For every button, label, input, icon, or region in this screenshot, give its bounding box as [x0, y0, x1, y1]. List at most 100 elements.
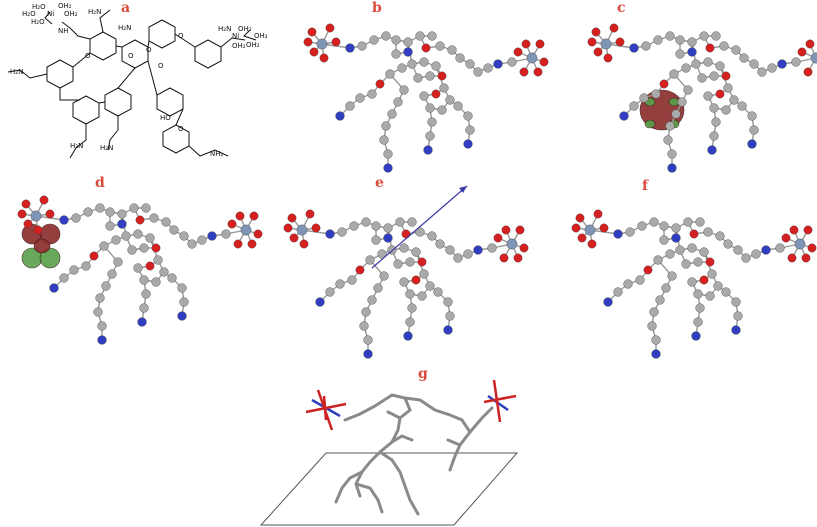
carbon-atom	[649, 307, 659, 317]
oxygen-atom	[615, 37, 625, 47]
nickel-atom	[810, 52, 817, 64]
carbon-atom	[435, 239, 445, 249]
formula-label: H₂N	[118, 24, 131, 32]
carbon-atom	[445, 95, 455, 105]
nitrogen-atom	[325, 229, 335, 239]
oxygen-atom	[575, 213, 585, 223]
nitrogen-atom	[207, 231, 217, 241]
carbon-atom	[149, 213, 159, 223]
oxygen-atom	[781, 233, 791, 243]
carbon-atom	[711, 31, 721, 41]
carbon-atom	[667, 149, 677, 159]
nitrogen-atom	[651, 349, 661, 359]
nitrogen-atom	[423, 145, 433, 155]
oxygen-atom	[319, 53, 329, 63]
oxygen-atom	[417, 257, 427, 267]
formula-label: H₂N	[10, 68, 23, 76]
carbon-atom	[71, 213, 81, 223]
carbon-atom	[675, 245, 685, 255]
carbon-atom	[179, 297, 189, 307]
oxygen-atom	[411, 275, 421, 285]
oxygen-atom	[23, 219, 33, 229]
carbon-atom	[367, 89, 377, 99]
oxygen-atom	[587, 37, 597, 47]
oxygen-atom	[599, 223, 609, 233]
carbon-atom	[419, 57, 429, 67]
oxygen-atom	[609, 23, 619, 33]
carbon-atom	[437, 105, 447, 115]
carbon-atom	[187, 239, 197, 249]
carbon-atom	[427, 231, 437, 241]
oxygen-atom	[787, 253, 797, 263]
nitrogen-atom	[629, 43, 639, 53]
carbon-atom	[373, 283, 383, 293]
oxygen-atom	[289, 233, 299, 243]
carbon-atom	[733, 311, 743, 321]
carbon-atom	[399, 85, 409, 95]
oxygen-atom	[699, 275, 709, 285]
oxygen-atom	[135, 215, 145, 225]
carbon-atom	[139, 275, 149, 285]
oxygen-atom	[705, 43, 715, 53]
carbon-atom	[159, 267, 169, 277]
oxygen-atom	[283, 223, 293, 233]
nitrogen-atom	[403, 47, 413, 57]
oxygen-atom	[593, 209, 603, 219]
oxygen-atom	[499, 253, 509, 263]
formula-label: OH₂	[238, 25, 252, 33]
carbon-atom	[435, 41, 445, 51]
formula-label: H₂O	[31, 18, 45, 26]
nickel-atom	[240, 224, 252, 236]
carbon-atom	[443, 297, 453, 307]
carbon-atom	[681, 63, 691, 73]
carbon-atom	[625, 227, 635, 237]
dipole-vector	[371, 185, 468, 269]
carbon-atom	[419, 269, 429, 279]
nickel-atom	[794, 238, 806, 250]
carbon-atom	[687, 243, 697, 253]
panel-label-c: c	[617, 0, 626, 16]
molecule-c	[587, 23, 817, 173]
oxygen-atom	[421, 43, 431, 53]
carbon-atom	[687, 277, 697, 287]
carbon-atom	[629, 101, 639, 111]
carbon-atom	[705, 291, 715, 301]
carbon-atom	[377, 249, 387, 259]
carbon-atom	[145, 233, 155, 243]
nitrogen-atom	[731, 325, 741, 335]
nitrogen-atom	[603, 297, 613, 307]
oxygen-atom	[253, 229, 263, 239]
carbon-atom	[425, 103, 435, 113]
oxygen-atom	[515, 225, 525, 235]
carbon-atom	[653, 35, 663, 45]
carbon-atom	[663, 135, 673, 145]
carbon-atom	[453, 253, 463, 263]
carbon-atom	[669, 69, 679, 79]
formula-label: H₂O	[32, 3, 46, 11]
carbon-atom	[197, 235, 207, 245]
oxygen-atom	[803, 67, 813, 77]
carbon-atom	[637, 221, 647, 231]
carbon-atom	[681, 259, 691, 269]
formula-label: H₂N	[70, 142, 83, 150]
carbon-atom	[355, 93, 365, 103]
carbon-atom	[653, 255, 663, 265]
oxygen-atom	[235, 211, 245, 221]
nickel-atom	[584, 224, 596, 236]
oxygen-atom	[513, 253, 523, 263]
molecule-d	[17, 195, 263, 345]
carbon-atom	[405, 317, 415, 327]
carbon-atom	[177, 283, 187, 293]
nitrogen-atom	[707, 145, 717, 155]
oxygen-atom	[247, 239, 257, 249]
carbon-atom	[325, 287, 335, 297]
oxygen-atom	[33, 225, 43, 235]
ring-a2	[89, 31, 117, 61]
carbon-atom	[715, 61, 725, 71]
oxygen-atom	[797, 47, 807, 57]
formula-label: H₂N	[88, 8, 101, 16]
carbon-atom	[447, 45, 457, 55]
oxygen-atom	[789, 225, 799, 235]
